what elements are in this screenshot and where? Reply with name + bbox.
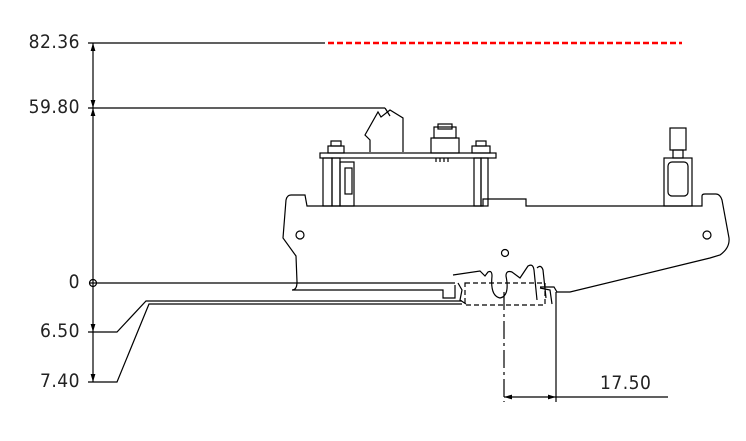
dim-label-17-50: 17.50 xyxy=(600,372,652,394)
dim-label-6-50: 6.50 xyxy=(39,320,80,342)
dim-label-7-40: 7.40 xyxy=(39,370,80,392)
mounting-hole xyxy=(500,248,510,258)
standoff-right xyxy=(471,140,491,207)
relay-component xyxy=(364,109,404,152)
pcb-board xyxy=(319,152,497,159)
dim-label-59-80: 59.80 xyxy=(28,96,80,118)
standoff-left xyxy=(322,140,355,207)
vertical-dimension xyxy=(88,42,462,383)
dim-label-0: 0 xyxy=(68,271,80,293)
mounting-hole xyxy=(702,230,712,240)
mounting-hole xyxy=(295,230,305,240)
rail-clip xyxy=(452,264,553,306)
horizontal-dimension xyxy=(503,292,668,402)
right-component xyxy=(663,127,693,207)
connector-component xyxy=(430,123,460,162)
dim-label-82-36: 82.36 xyxy=(28,31,80,53)
